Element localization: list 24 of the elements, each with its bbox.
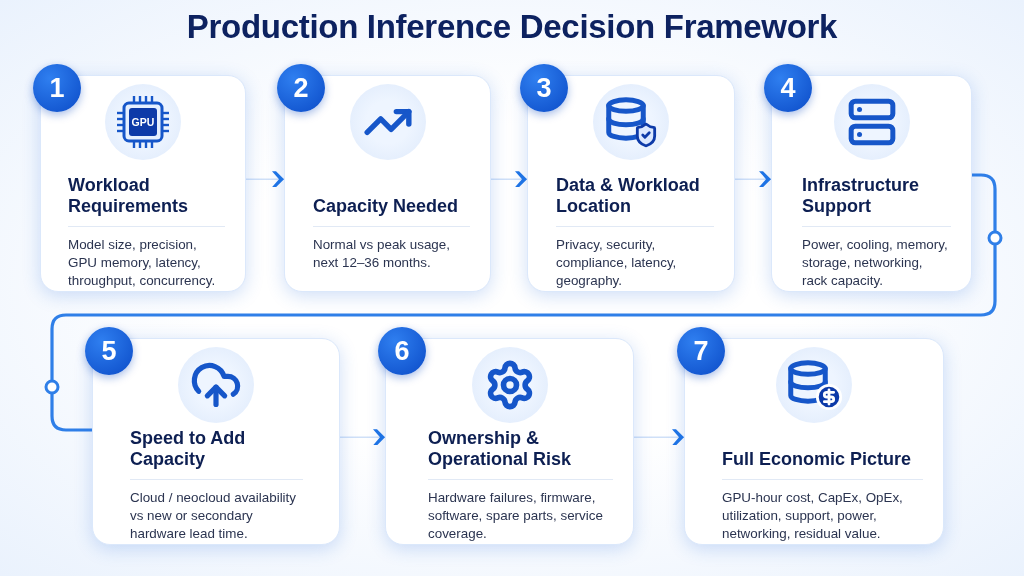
- step-heading: Data & Workload Location: [556, 174, 714, 227]
- step-number: 6: [378, 327, 426, 375]
- step-number: 5: [85, 327, 133, 375]
- step-heading: Ownership & Operational Risk: [428, 427, 613, 480]
- connector-line: [50, 173, 997, 432]
- step-description: Power, cooling, memory, storage, networking, rack capacity.: [802, 236, 949, 291]
- step-number: 1: [33, 64, 81, 112]
- step-description: GPU-hour cost, CapEx, OpEx, utilization, support, power, networking, residual value.: [722, 489, 904, 544]
- title: Production Inference Decision Framework: [185, 8, 839, 46]
- step-number: 4: [764, 64, 812, 112]
- step-number: 2: [277, 64, 325, 112]
- step-heading: Capacity Needed: [313, 174, 470, 227]
- step-number: 7: [677, 327, 725, 375]
- step-heading: Workload Requirements: [68, 174, 225, 227]
- step-description: Model size, precision, GPU memory, latency, throughput, concurrency.: [68, 236, 217, 291]
- step-description: Hardware failures, firmware, software, spare parts, service coverage.: [428, 489, 604, 544]
- step-number: 3: [520, 64, 568, 112]
- step-description: Privacy, security, compliance, latency, geography.: [556, 236, 678, 291]
- step-description: Normal vs peak usage, next 12–36 months.: [313, 236, 451, 273]
- step-heading: Full Economic Picture: [722, 427, 923, 480]
- step-description: Cloud / neocloud availability vs new or secondary hardware lead time.: [130, 489, 297, 544]
- step-heading: Infrastructure Support: [802, 174, 951, 227]
- chip-label: GPU: [131, 116, 155, 128]
- step-heading: Speed to Add Capacity: [130, 427, 303, 480]
